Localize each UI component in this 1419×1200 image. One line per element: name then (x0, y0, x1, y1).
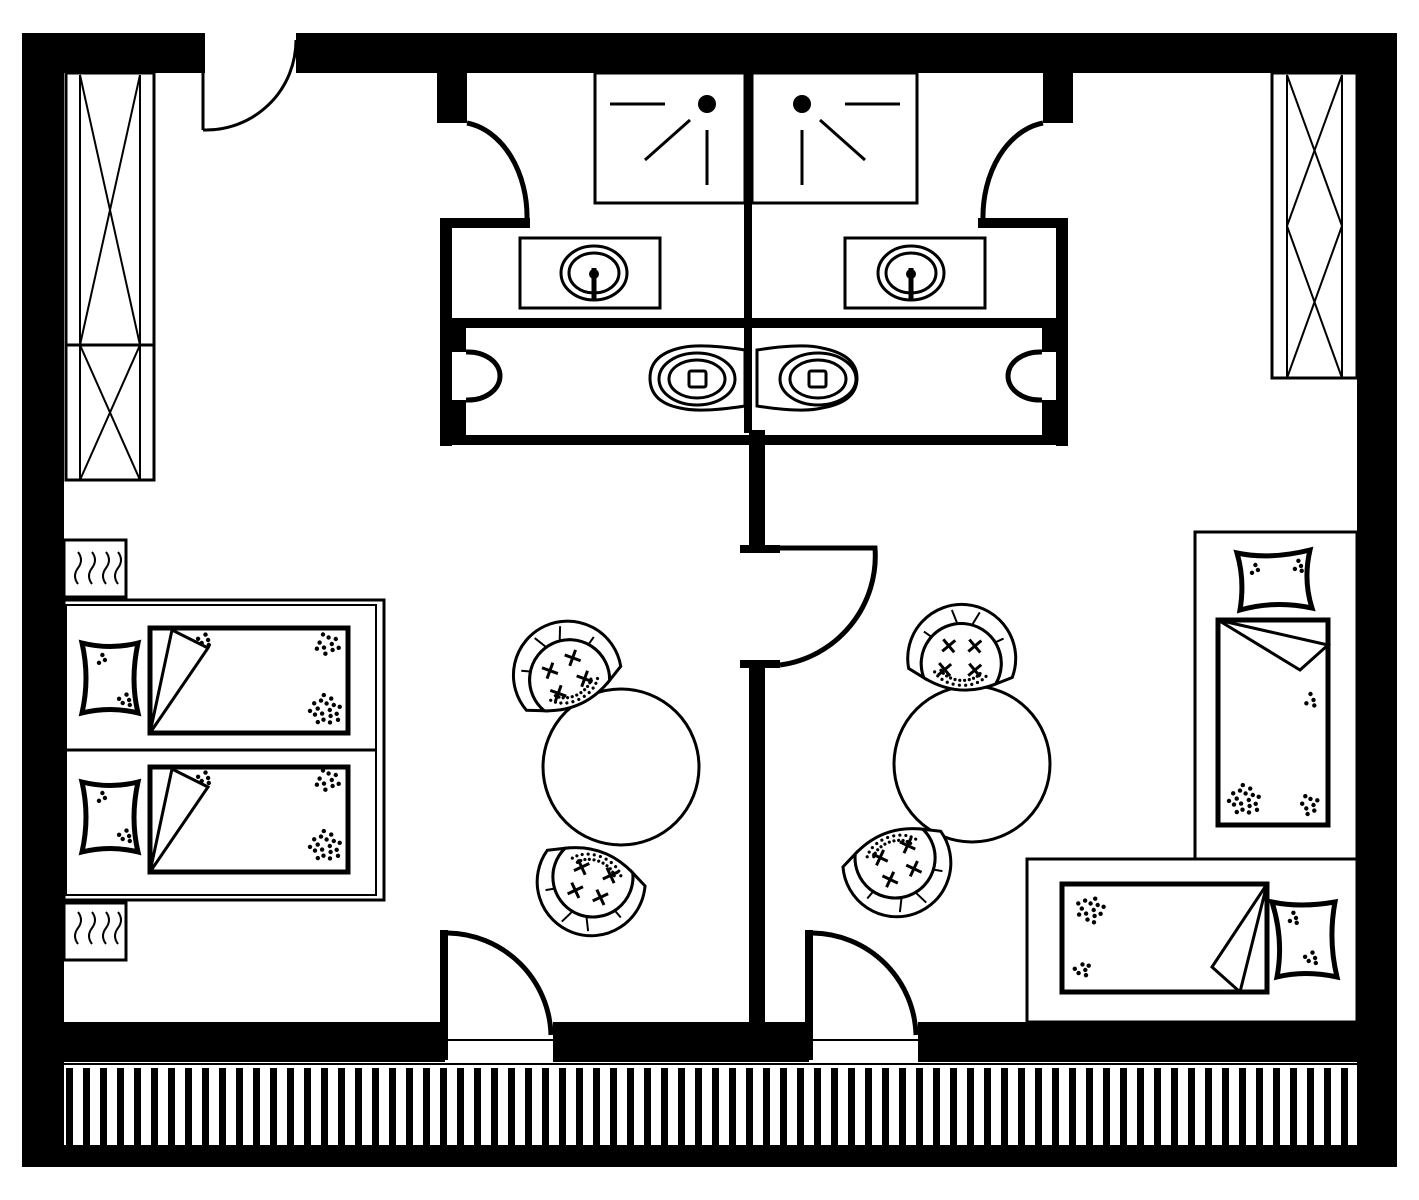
single-bed-icon (1025, 857, 1359, 1024)
wardrobe-icon (64, 71, 156, 482)
armchair-group (511, 602, 1018, 938)
armchair-icon (535, 846, 647, 938)
entrance-door-swing-icon (201, 39, 298, 132)
bathroom-door-swing-icon (465, 120, 1044, 403)
wardrobe-icon (1270, 71, 1359, 380)
washbasin-icon (518, 236, 662, 310)
shower-icon (593, 71, 747, 205)
radiator-icon (62, 538, 128, 599)
armchair-icon (906, 602, 1018, 692)
single-bed-icon (1193, 530, 1359, 861)
armchair-icon (841, 827, 953, 919)
shower-icon (750, 71, 919, 205)
radiator-icon (62, 901, 128, 962)
round-table-icon (541, 687, 701, 847)
balcony-railing-icon (62, 1063, 1357, 1145)
round-table-icon (892, 684, 1052, 844)
bathroom-block (437, 71, 1073, 446)
toilet-icon (648, 344, 747, 412)
balcony-door-swing-icon (805, 930, 919, 1060)
bedding-stipple (96, 558, 1320, 978)
armchair-icon (511, 619, 623, 713)
washbasin-icon (843, 236, 987, 310)
double-bed-icon (62, 598, 386, 902)
outer-walls (22, 33, 1397, 1167)
central-partition (740, 73, 878, 1025)
toilet-icon (755, 344, 859, 412)
balcony-door-swing-icon (440, 930, 554, 1060)
